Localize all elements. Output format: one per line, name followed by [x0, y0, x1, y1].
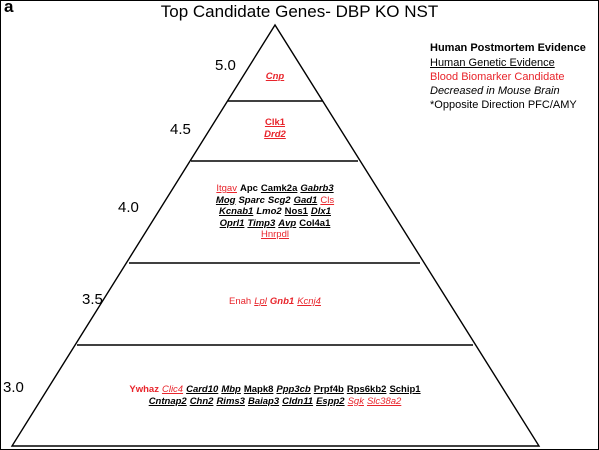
gene-label-gad1: Gad1 [293, 194, 318, 206]
gene-label-gnb1: Gnb1 [269, 296, 295, 307]
legend-human-postmortem: Human Postmortem Evidence [430, 42, 586, 54]
legend-decreased-mouse-brain: Decreased in Mouse Brain [430, 85, 560, 97]
panel-label: a [4, 0, 14, 16]
gene-label-cntnap2: Cntnap2 [148, 395, 187, 407]
gene-label-timp3: Timp3 [247, 217, 276, 229]
tier-score-5-0: 5.0 [215, 57, 236, 74]
tier-5-0-genes: Cnp [175, 71, 375, 83]
gene-label-cldn11: Cldn11 [282, 395, 314, 407]
figure-title: Top Candidate Genes- DBP KO NST [160, 2, 439, 21]
gene-label-prpf4b: Prpf4b [313, 384, 344, 395]
gene-label-schip1: Schip1 [389, 384, 421, 395]
pyramid-outline [10, 23, 541, 447]
gene-label-enah: Enah [229, 296, 252, 307]
gene-label-sparc: Sparc [238, 194, 265, 206]
gene-label-oprl1: Oprl1 [219, 217, 245, 229]
gene-label-card10: Card10 [186, 384, 219, 395]
gene-label-sgk: Sgk [347, 395, 364, 407]
gene-line: Cnp [175, 71, 375, 83]
gene-label-mog: Mog [215, 194, 236, 206]
gene-label-hnrpdl: Hnrpdl [261, 229, 289, 240]
gene-label-dlx1: Dlx1 [310, 206, 331, 217]
gene-label-cls: Cls [320, 194, 335, 206]
gene-label-baiap3: Baiap3 [247, 395, 280, 407]
gene-label-clk1: Clk1 [264, 117, 286, 128]
legend-opposite-direction: *Opposite Direction PFC/AMY [430, 99, 577, 111]
gene-label-clic4: Clic4 [161, 384, 184, 395]
gene-label-cnp: Cnp [265, 71, 285, 82]
tier-score-4-0: 4.0 [118, 199, 139, 216]
gene-label-avp: Avp [278, 217, 297, 229]
gene-label-espp2: Espp2 [316, 395, 345, 407]
gene-line: Clk1 [175, 117, 375, 129]
gene-label-camk2a: Camk2a [260, 183, 298, 194]
gene-label-drd2: Drd2 [264, 128, 286, 140]
gene-label-lpl: Lpl [254, 296, 267, 307]
gene-label-scg2: Scg2 [267, 194, 291, 206]
gene-label-slc38a2: Slc38a2 [366, 395, 402, 407]
gene-label-chn2: Chn2 [189, 395, 214, 407]
gene-label-lmo2: Lmo2 [256, 206, 282, 217]
gene-line: Hnrpdl [150, 229, 400, 241]
legend-human-genetic: Human Genetic Evidence [430, 57, 555, 69]
tier-score-4-5: 4.5 [170, 121, 191, 138]
gene-label-ywhaz: Ywhaz [129, 384, 159, 395]
gene-label-mbp: Mbp [221, 384, 241, 395]
gene-label-rims3: Rims3 [216, 395, 245, 407]
gene-label-rps6kb2: Rps6kb2 [346, 384, 387, 395]
gene-label-apc: Apc [239, 183, 258, 194]
gene-label-itgav: Itgav [216, 183, 237, 194]
gene-label-gabrb3: Gabrb3 [300, 183, 334, 194]
gene-label-kcnab1: Kcnab1 [219, 206, 254, 217]
tier-score-3-0: 3.0 [3, 379, 24, 396]
gene-label-nos1: Nos1 [284, 206, 308, 217]
gene-label-kcnj4: Kcnj4 [297, 296, 321, 307]
legend-blood-biomarker: Blood Biomarker Candidate [430, 71, 565, 83]
gene-label-ppp3cb: Ppp3cb [276, 384, 311, 395]
gene-label-mapk8: Mapk8 [243, 384, 274, 395]
gene-label-col4a1: Col4a1 [299, 217, 331, 229]
gene-line: Drd2 [175, 129, 375, 141]
tier-score-3-5: 3.5 [82, 291, 103, 308]
